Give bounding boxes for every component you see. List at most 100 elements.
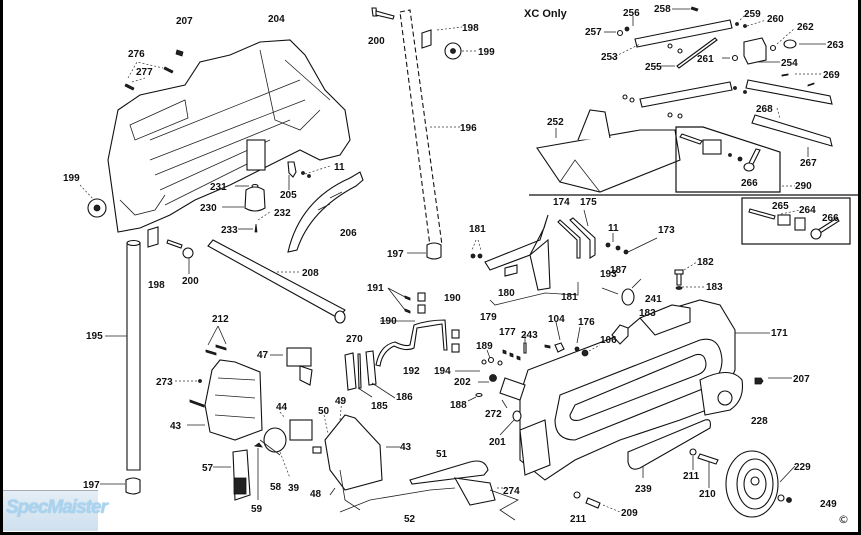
screws-276-277 (124, 61, 174, 91)
part-number-label: 256 (623, 8, 640, 19)
part-number-label: 258 (654, 4, 671, 15)
chassis-204 (107, 39, 351, 233)
part-number-label: 196 (460, 123, 477, 134)
part-number-label: 264 (799, 205, 816, 216)
part-number-label: 106 (600, 335, 617, 346)
part-number-label: 269 (823, 70, 840, 81)
bracket-198b (147, 226, 159, 248)
part-number-label: 179 (480, 312, 497, 323)
part-number-label: 207 (793, 374, 810, 385)
part-number-label: 232 (274, 208, 291, 219)
rail-269 (745, 73, 833, 105)
housing-43 (175, 325, 263, 441)
part-number-label: 211 (570, 514, 587, 525)
part-number-label: 231 (210, 182, 227, 193)
part-number-label: 253 (601, 52, 618, 63)
watermark-logo: SpecMaister (2, 490, 108, 531)
part-number-label: 183 (706, 282, 723, 293)
bracket-198 (421, 26, 463, 49)
part-number-label: 193 (600, 269, 617, 280)
part-number-label: 241 (645, 294, 662, 305)
part-number-label: 249 (820, 499, 837, 510)
pin-200b (166, 239, 194, 274)
part-number-label: 180 (498, 288, 515, 299)
part-number-label: 194 (434, 366, 451, 377)
part-number-label: 207 (176, 16, 193, 27)
cord-box-57 (213, 449, 251, 501)
part-number-label: 274 (503, 486, 520, 497)
part-number-label: 252 (547, 117, 564, 128)
part-number-label: 190 (380, 316, 397, 327)
small-parts-104-106 (455, 321, 601, 436)
frame-border-right (858, 0, 861, 535)
tube-195 (105, 239, 141, 471)
part-number-label: 267 (800, 158, 817, 169)
part-number-label: 206 (340, 228, 357, 239)
part-number-label: 195 (86, 331, 103, 342)
part-number-label: 243 (521, 330, 538, 341)
part-number-label: 173 (658, 225, 675, 236)
part-number-label: 257 (585, 27, 602, 38)
part-number-label: 266 (741, 178, 758, 189)
part-number-label: 181 (561, 292, 578, 303)
tube-267 (751, 107, 833, 157)
part-number-label: 57 (202, 463, 214, 474)
part-number-label: 39 (288, 483, 300, 494)
part-number-label: 104 (548, 314, 565, 325)
part-number-label: 239 (635, 484, 652, 495)
part-number-label: 185 (371, 401, 388, 412)
axle-208 (207, 239, 346, 324)
part-number-label: 188 (450, 400, 467, 411)
bracket-180 (470, 214, 579, 306)
part-number-label: 268 (756, 104, 773, 115)
part-number-label: 175 (580, 197, 597, 208)
cover-239 (627, 419, 711, 478)
part-number-label: 183 (639, 308, 656, 319)
part-number-label: 201 (489, 437, 506, 448)
saw-frame-171 (519, 299, 770, 481)
part-number-label: 189 (476, 341, 493, 352)
part-number-label: 277 (136, 67, 153, 78)
part-number-label: 199 (478, 47, 495, 58)
part-number-label: 229 (794, 462, 811, 473)
knob-187 (601, 278, 642, 306)
part-number-label: 266 (822, 213, 839, 224)
nut-199b (444, 42, 478, 60)
part-number-label: 228 (751, 416, 768, 427)
part-number-label: 186 (396, 392, 413, 403)
part-number-label: 261 (697, 54, 714, 65)
tube-196 (399, 9, 460, 247)
part-number-label: 11 (334, 162, 345, 173)
part-number-label: 198 (148, 280, 165, 291)
part-number-label: 202 (454, 377, 471, 388)
part-number-label: 52 (404, 514, 416, 525)
part-number-label: 47 (257, 350, 269, 361)
axle-210 (689, 448, 719, 488)
watermark-text: SpecMaister (6, 497, 108, 518)
part-number-label: 273 (156, 377, 173, 388)
bracket-49 (312, 397, 400, 511)
block-44 (253, 411, 313, 500)
foot-230 (222, 183, 271, 233)
part-number-label: 176 (578, 317, 595, 328)
part-number-label: 200 (368, 36, 385, 47)
xc-frame-253 (604, 6, 767, 119)
part-number-label: 259 (744, 9, 761, 20)
part-number-label: 205 (280, 190, 297, 201)
xc-only-note: XC Only (524, 8, 568, 20)
part-number-label: 230 (200, 203, 217, 214)
kit-box-290 (675, 126, 795, 193)
copyright-mark: © (838, 513, 849, 526)
kit-box-265 (741, 197, 851, 245)
part-number-label: 187 (610, 265, 627, 276)
rod-192 (375, 319, 448, 367)
cap-197b (100, 477, 141, 495)
part-number-label: 270 (346, 334, 363, 345)
part-number-label: 210 (699, 489, 716, 500)
part-number-label: 51 (436, 449, 448, 460)
part-number-label: 208 (302, 268, 319, 279)
part-number-label: 276 (128, 49, 145, 60)
part-number-label: 191 (367, 283, 384, 294)
